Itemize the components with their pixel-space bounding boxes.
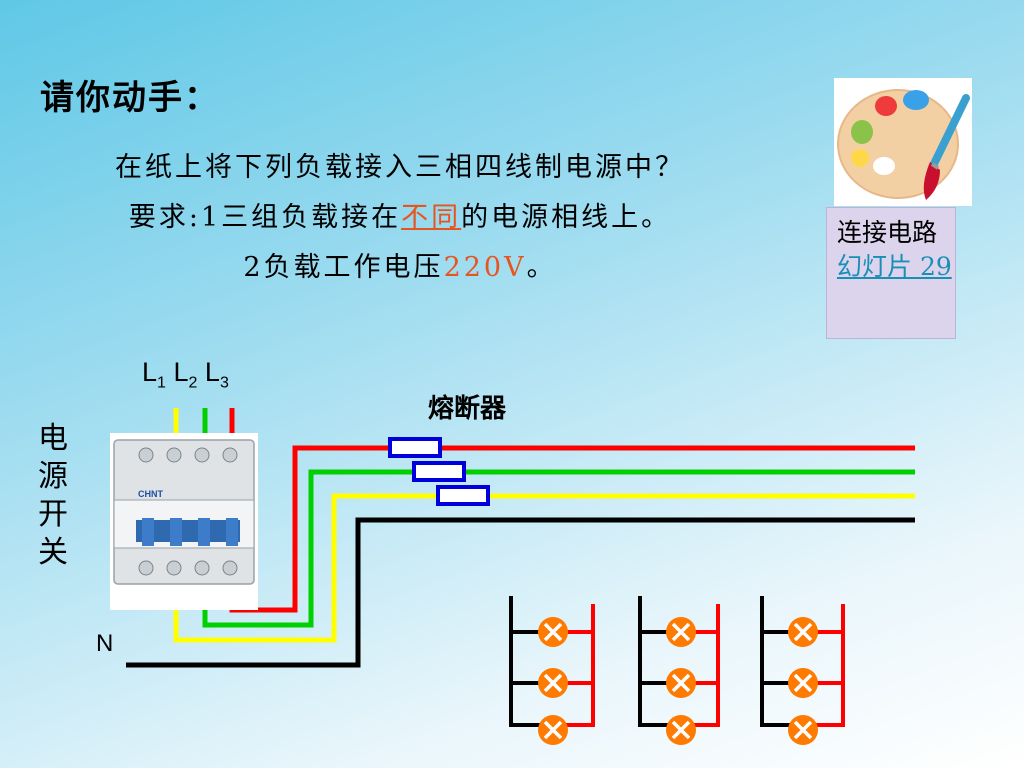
neutral-label: N <box>96 630 114 657</box>
fuse-label: 熔断器 <box>428 394 507 424</box>
task-highlight-voltage: 220V <box>443 252 527 283</box>
task-highlight-different: 不同 <box>401 202 462 233</box>
power-switch-label: 电 源 开 关 <box>38 421 68 570</box>
lamps <box>538 617 818 745</box>
wire-neutral <box>126 517 915 668</box>
lamp-group-3 <box>760 596 845 727</box>
lamp-icon <box>538 617 568 647</box>
phase-labels: L1 L2 L3 <box>142 357 229 392</box>
lamp-icon <box>666 668 696 698</box>
task-line-3-suffix: 。 <box>526 252 557 283</box>
task-line-1: 在纸上将下列负载接入三相四线制电源中？ <box>115 152 685 183</box>
slide-link-box: 连接电路幻灯片 29 <box>826 207 956 339</box>
lamp-icon <box>666 715 696 745</box>
task-line-3-prefix: 2负载工作电压 <box>243 252 444 283</box>
lamp-icon <box>788 668 818 698</box>
lamp-group-1 <box>509 596 595 727</box>
lamp-icon <box>788 715 818 745</box>
task-line-3: 2负载工作电压220V。 <box>0 245 800 284</box>
wire-l1 <box>173 408 915 643</box>
circuit-breaker: CHNT <box>110 433 258 610</box>
task-line-2: 要求:1三组负载接在不同的电源相线上。 <box>0 195 800 234</box>
phase-label-l3: L3 <box>204 357 229 392</box>
lamp-icon <box>538 715 568 745</box>
phase-label-l2: L2 <box>173 357 198 392</box>
fuse-l1 <box>436 485 490 506</box>
lamp-icon <box>788 617 818 647</box>
slide-link[interactable]: 幻灯片 29 <box>837 252 952 281</box>
link-box-text: 连接电路 <box>837 218 938 247</box>
fuse-l3 <box>388 437 442 458</box>
phase-label-l1: L1 <box>142 357 166 392</box>
wire-l2 <box>202 408 915 628</box>
lamp-icon <box>666 617 696 647</box>
lamp-icon <box>538 668 568 698</box>
task-line-2-prefix: 要求:1三组负载接在 <box>128 202 402 233</box>
slide-title: 请你动手： <box>40 78 220 118</box>
lamp-group-2 <box>638 596 720 727</box>
breaker-brand: CHNT <box>138 489 163 499</box>
paint-palette-brush-icon <box>834 78 972 206</box>
task-line-2-suffix: 的电源相线上。 <box>461 202 672 233</box>
fuse-l2 <box>412 461 466 482</box>
